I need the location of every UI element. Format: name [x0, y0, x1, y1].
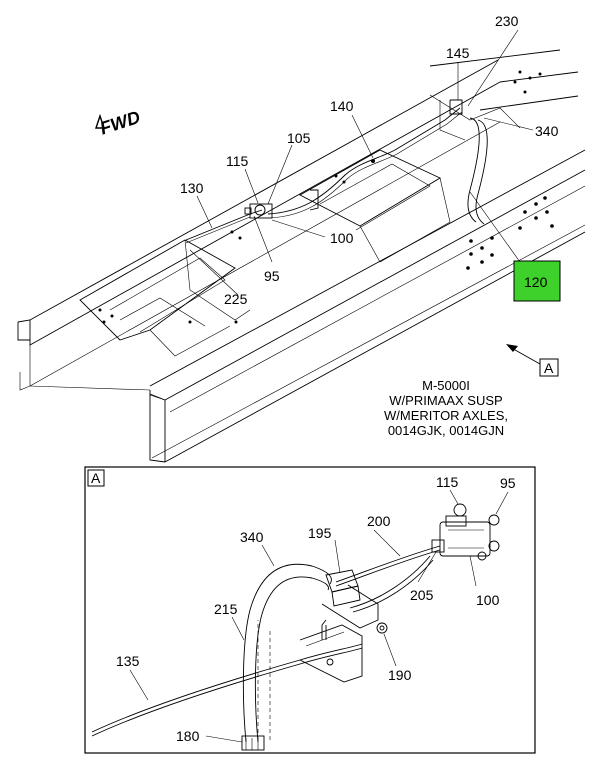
- detail-leaders: [129, 489, 509, 743]
- callout-230: 230: [495, 13, 519, 29]
- note-line-3: W/MERITOR AXLES,: [384, 408, 508, 423]
- detail-callout-180: 180: [176, 728, 200, 744]
- callout-225: 225: [224, 291, 248, 307]
- detail-callout-95: 95: [500, 475, 516, 491]
- frame-holes: [98, 70, 554, 324]
- detail-illustration: [91, 503, 500, 751]
- detail-callout-205: 205: [410, 587, 434, 603]
- detail-callout-190: 190: [388, 667, 412, 683]
- detail-callout-215: 215: [214, 601, 238, 617]
- callout-340: 340: [535, 123, 559, 139]
- callout-105: 105: [287, 130, 311, 146]
- view-marker-box: [539, 358, 559, 377]
- detail-callout-195: 195: [308, 525, 332, 541]
- fwd-label: FWD: [97, 107, 142, 139]
- detail-callouts: 115 95 340 195 200 205 100 215 135 190 1…: [116, 474, 516, 744]
- air-lines-main: [185, 99, 488, 244]
- view-marker: A: [544, 360, 554, 376]
- detail-callout-100: 100: [476, 592, 500, 608]
- detail-callout-340: 340: [240, 529, 264, 545]
- callout-145: 145: [446, 45, 470, 61]
- callout-120-highlight: [513, 260, 561, 302]
- callout-140: 140: [330, 98, 354, 114]
- callout-130: 130: [180, 180, 204, 196]
- detail-callout-115: 115: [436, 474, 459, 490]
- detail-callout-200: 200: [367, 513, 391, 529]
- detail-a-frame: [84, 466, 536, 754]
- main-callouts: 230 145 340 140 105 115 130 100 95 225 1…: [180, 13, 561, 377]
- note-line-2: W/PRIMAAX SUSP: [389, 393, 502, 408]
- main-leaders: [189, 29, 541, 365]
- detail-callout-135: 135: [116, 653, 140, 669]
- detail-marker-box: [87, 469, 105, 487]
- callout-95: 95: [264, 268, 280, 284]
- fwd-indicator: FWD: [95, 107, 143, 139]
- callout-100: 100: [330, 230, 354, 246]
- callout-115: 115: [226, 153, 249, 169]
- callout-120: 120: [524, 274, 548, 290]
- note-line-1: M-5000I: [422, 378, 470, 393]
- note-line-4: 0014GJK, 0014GJN: [388, 423, 504, 438]
- application-note: M-5000I W/PRIMAAX SUSP W/MERITOR AXLES, …: [384, 378, 508, 438]
- detail-marker: A: [91, 470, 101, 486]
- crossmembers: [79, 94, 521, 357]
